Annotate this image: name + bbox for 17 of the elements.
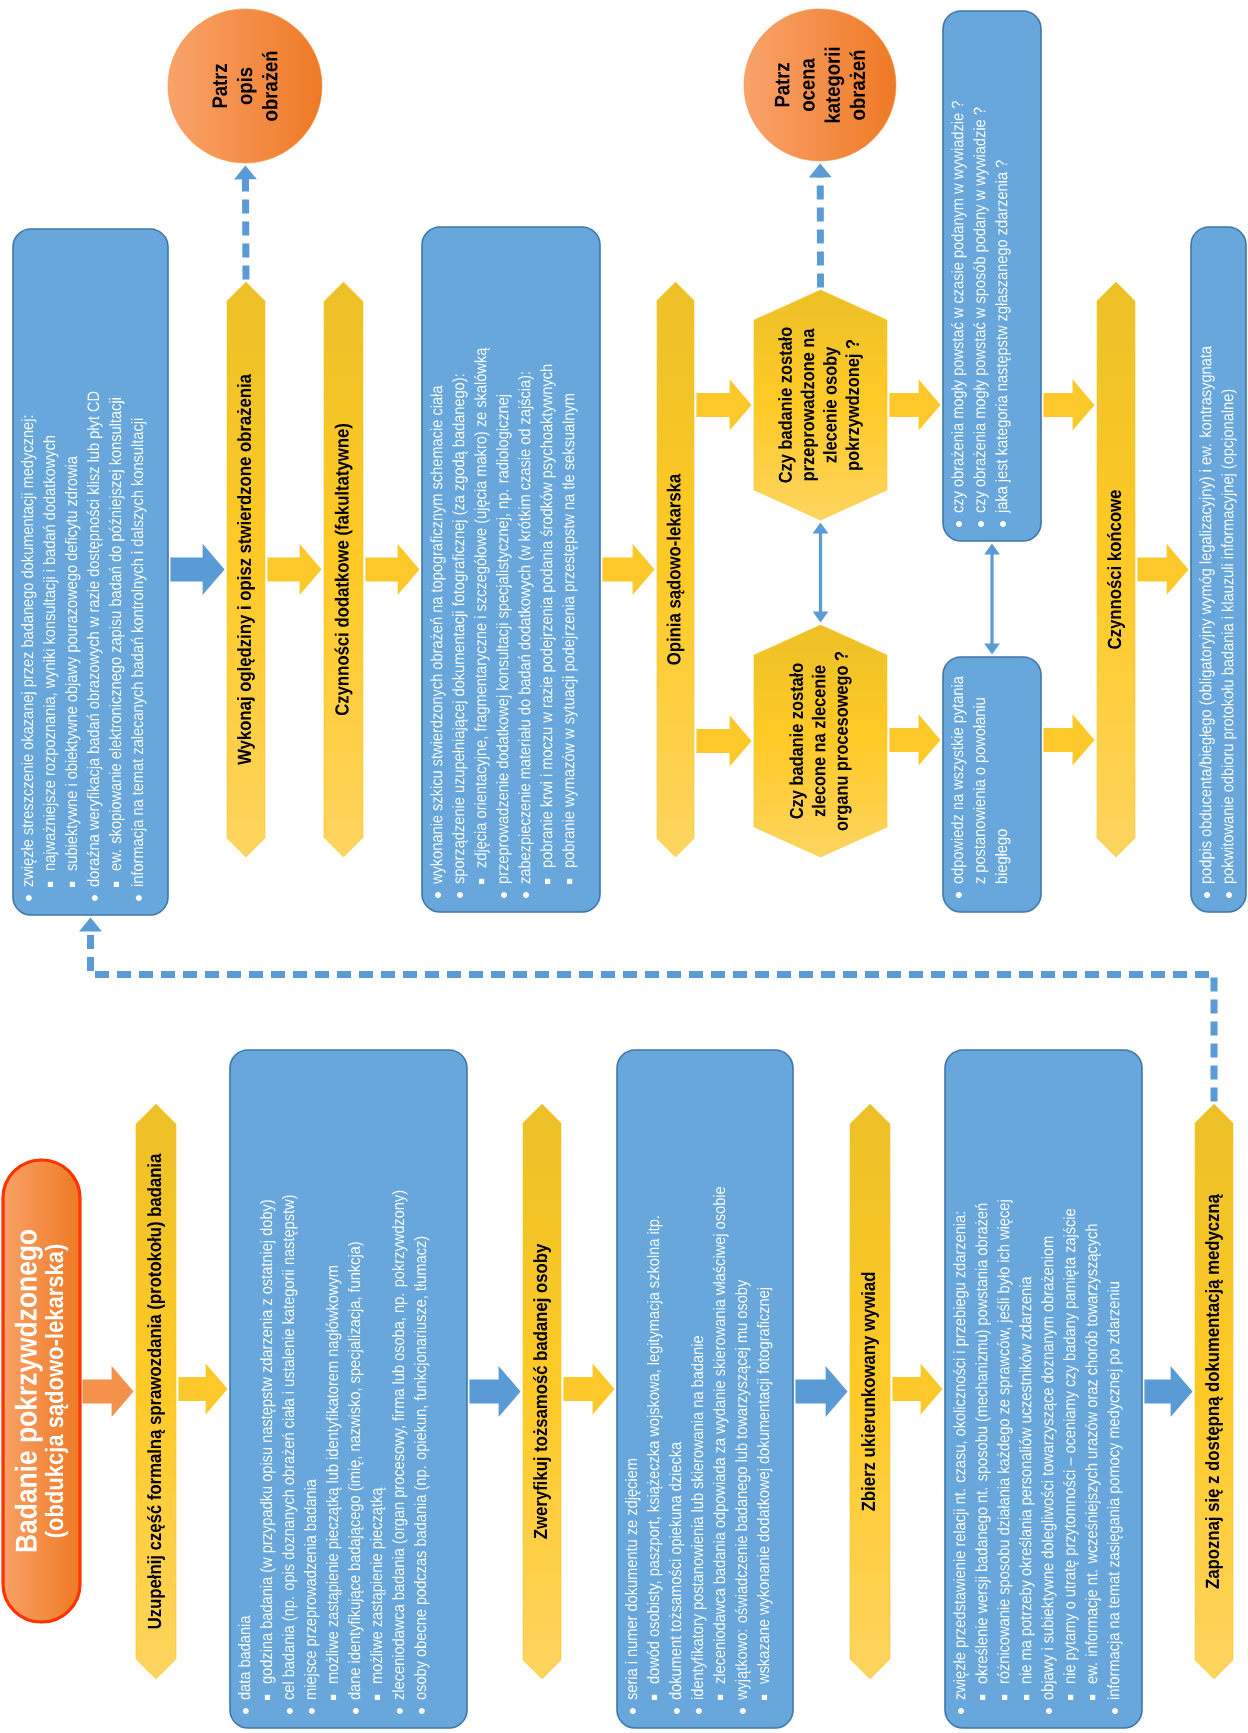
decision-hexagon: Czy badanie zostało przeprowadzone na zlecenie osoby pokrzywdzonej ? [753,289,888,521]
step-band: Zbierz ukierunkowany wywiad [849,1103,891,1680]
decision-hexagon: Czy badanie zostało zlecone na zlecenie organu procesowego ? [753,624,888,858]
info-box: data badania godzina badania (w przypadku opisu następstw zdarzenia z ostatniej doby) cel badania (np. opis doznanych obrażeń ciała i ustalenie kategorii następstw) miejsce przeprowadzenia badania możliwe zastąpienie pieczątką lub identyfikatorem nagłówkowym dane identyfikujące badającego (imię, nazwisko, specjalizacja, funkcja) możliwe zastąpienie pieczątką zleceniodawca badania (organ procesowy, firma lub osoba, np. pokrzywdzony) osoby obecne podczas badania (np. opiekun, funkcjonariusze, tłumacz) [229,1049,468,1729]
info-box: podpis obducenta/biegłego (obligatoryjny wymóg legalizacyjny) i ew. kontrasygnata pokwitowanie odbioru protokołu badania i klauzuli informacyjnej (opcjonalne) [1190,226,1247,913]
step-band: Opinia sądowo-lekarska [656,281,695,858]
start-pill: Badanie pokrzywdzonego (obdukcja sądowo-lekarska) [1,1158,82,1624]
step-band: Czynności końcowe [1096,281,1136,858]
step-band: Czynności dodatkowe (fakultatywne) [323,281,364,858]
step-band: Uzupełnij część formalną sprawozdania (protokołu) badania [135,1103,177,1680]
info-box: odpowiedz na wszystkie pytania z postanowienia o powołaniu biegłego [942,656,1042,913]
step-band: Zapoznaj się z dostępną dokumentacją medyczną [1194,1103,1234,1680]
info-box: seria i numer dokumentu ze zdjęciem dowód osobisty, paszport, książeczka wojskowa, legitymacja szkolna itp. dokument tożsamości opiekuna dziecka identyfikatory postanowienia lub skierowania na badanie zleceniodawca badania odpowiada za wydanie skierowania właściwej osobie wyjątkowo: oświadczenie badanego lub towarzyszącej mu osoby wskazane wykonanie dodatkowej dokumentacji fotograficznej [616,1049,794,1729]
step-band: Zweryfikuj tożsamość badanej osoby [522,1103,562,1680]
info-box: czy obrażenia mogły powstać w czasie podanym w wywiadzie ? czy obrażenia mogły powstać w sposób podany w wywiadzie ? jaka jest kategoria następstw zgłaszanego zdarzenia ? [942,10,1042,542]
step-band: Wykonaj oględziny i opisz stwierdzone obrażenia [226,281,266,858]
info-box: zwięzłe streszczenie okazanej przez badanego dokumentacji medycznej: najważniejsze rozpoznania, wyniki konsultacji i badań dodatkowych subiektywne i obiektywne objawy pourazowego deficytu zdrowia doraźna weryfikacja badań obrazowych w razie dostępności klisz lub płyt CD ew. skopiowanie elektronicznego zapisu badań do późniejszej konsultacji informacja na temat zalecanych badań kontrolnych i dalszych konsultacji [12,228,169,916]
